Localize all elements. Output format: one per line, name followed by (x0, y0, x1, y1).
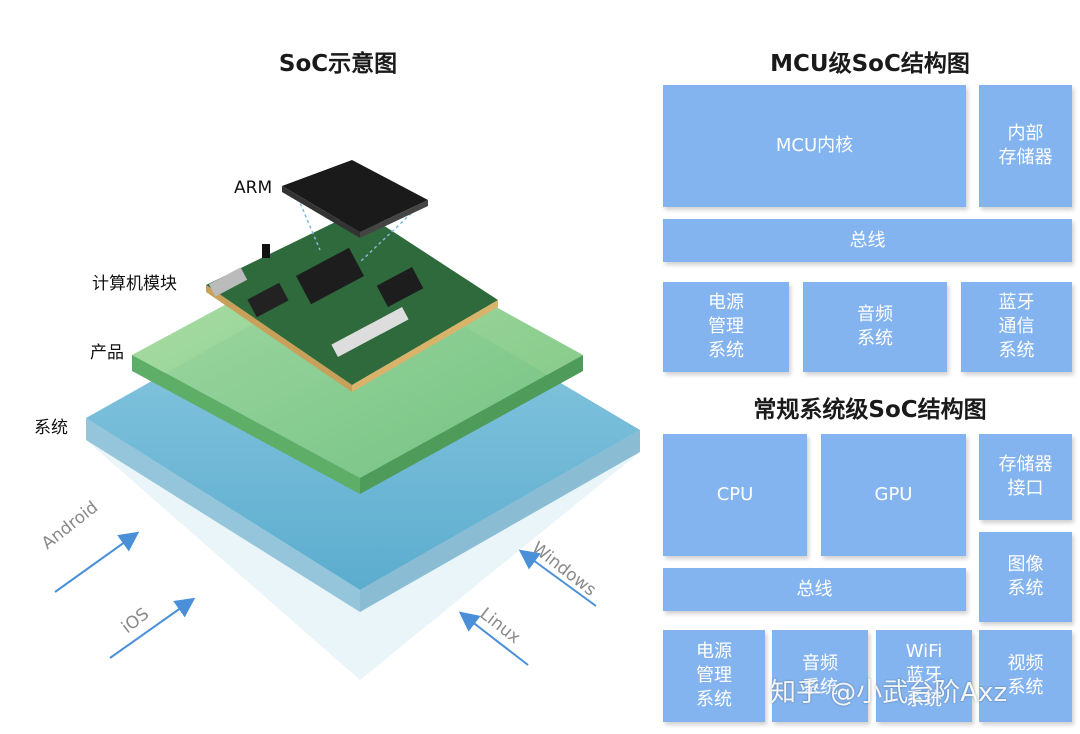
gpu-block: GPU (821, 434, 966, 556)
computer-module (206, 210, 498, 392)
soc-illustration (54, 160, 640, 680)
storage-interface-block: 存储器 接口 (979, 434, 1072, 520)
soc-diagram-title: SoC示意图 (278, 51, 398, 77)
mcu-soc-title: MCU级SoC结构图 (770, 51, 970, 77)
windows-arrow (518, 549, 597, 607)
mcu-memory-block: 内部 存储器 (979, 85, 1072, 207)
video-system-block: 视频 系统 (979, 630, 1072, 722)
mcu-core-block: MCU内核 (663, 85, 966, 207)
mcu-audio-block: 音频 系统 (803, 282, 947, 372)
general-audio-block: 音频 系统 (772, 630, 868, 722)
general-power-block: 电源 管理 系统 (663, 630, 765, 722)
image-system-block: 图像 系统 (979, 532, 1072, 622)
general-soc-title: 常规系统级SoC结构图 (753, 397, 987, 423)
linux-arrow (458, 611, 529, 666)
mcu-bus-block: 总线 (663, 219, 1072, 262)
cpu-block: CPU (663, 434, 807, 556)
module-label: 计算机模块 (92, 274, 177, 294)
system-label: 系统 (34, 418, 68, 438)
arm-chip (282, 160, 428, 263)
product-label: 产品 (90, 343, 124, 363)
mcu-power-block: 电源 管理 系统 (663, 282, 789, 372)
wifi-bluetooth-block: WiFi 蓝牙 系统 (876, 630, 972, 722)
ios-arrow (109, 597, 196, 659)
general-bus-block: 总线 (663, 568, 966, 611)
arm-label: ARM (234, 178, 273, 198)
mcu-bluetooth-block: 蓝牙 通信 系统 (961, 282, 1072, 372)
android-arrow (54, 531, 140, 593)
watermark: 知乎 @小武台阶Axz (770, 678, 1008, 708)
